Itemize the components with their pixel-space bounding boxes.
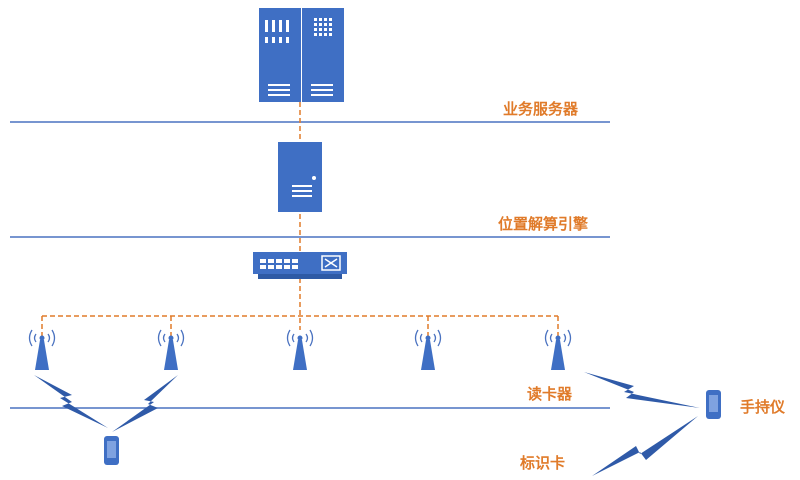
location-engine-server-icon	[278, 142, 322, 212]
tag-card-icon	[104, 436, 119, 465]
handheld-device-icon	[706, 390, 721, 419]
reader-antenna-icon	[157, 329, 185, 370]
label-business-server: 业务服务器	[503, 100, 579, 118]
reader-antenna-icon	[286, 329, 314, 370]
wireless-signal-icon	[34, 375, 108, 428]
business-server-icon	[259, 8, 344, 102]
label-reader: 读卡器	[527, 385, 573, 403]
wireless-signal-icon	[112, 375, 178, 432]
label-location-engine: 位置解算引擎	[498, 215, 589, 233]
reader-antenna-icon	[28, 329, 56, 370]
label-handheld: 手持仪	[740, 398, 786, 416]
wireless-signal-icon	[592, 416, 698, 476]
network-switch-icon	[253, 252, 347, 279]
wireless-signal-icon	[584, 372, 700, 408]
label-tag-card: 标识卡	[520, 454, 566, 472]
dashed-backbone	[41, 102, 559, 336]
reader-antenna-icon	[544, 329, 572, 370]
reader-antenna-icon	[414, 329, 442, 370]
